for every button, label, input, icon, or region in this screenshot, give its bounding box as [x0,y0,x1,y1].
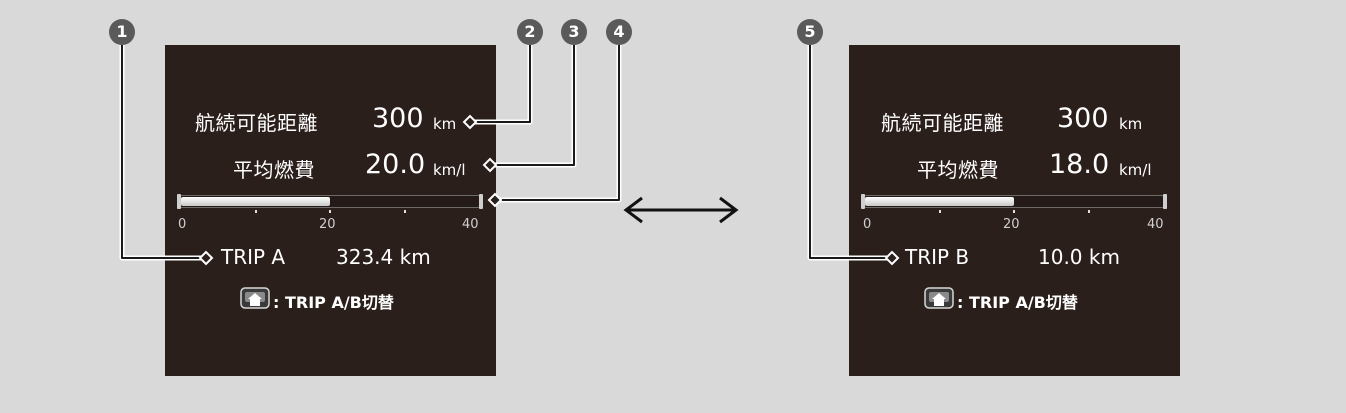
gauge-tick [939,210,941,213]
gauge-tick [404,210,406,213]
economy-unit: km/l [1119,161,1152,179]
callout-5-leader [809,45,892,259]
gauge-fill [181,197,330,206]
gauge-tick [255,210,257,213]
callout-2-pointer [462,114,478,130]
callout-badge-5: 5 [797,19,823,45]
economy-unit: km/l [433,161,466,179]
range-label: 航続可能距離 [195,111,318,135]
trip-switch-icon [240,287,270,309]
scale-label-0: 0 [863,217,872,232]
economy-value: 20.0 [365,149,426,180]
display-screen-trip-b: 航続可能距離 300 km 平均燃費 18.0 km/l 0 20 40 TRI… [849,45,1180,376]
trip-value: 323.4 km [336,245,431,269]
scale-label-40: 40 [462,217,479,232]
callout-3-pointer [482,157,498,173]
callout-4-pointer [487,192,503,208]
gauge-left-cap [177,194,181,209]
display-screen-trip-a: 航続可能距離 300 km 平均燃費 20.0 km/l 0 20 40 TRI… [165,45,496,376]
gauge-tick [1088,210,1090,213]
callout-badge-2: 2 [517,19,543,45]
callout-1-pointer [198,250,214,266]
range-label: 航続可能距離 [881,111,1004,135]
trip-label: TRIP A [221,245,286,269]
economy-value: 18.0 [1049,149,1110,180]
range-unit: km [1119,115,1143,133]
callout-2-leader [470,45,531,123]
gauge-tick [1013,210,1015,213]
range-value: 300 [372,103,424,134]
callout-3-leader [490,45,575,166]
trip-switch-icon [924,287,954,309]
callout-4-leader [495,45,620,201]
trip-value: 10.0 km [1038,245,1120,269]
gauge-tick [329,210,331,213]
scale-label-0: 0 [178,217,187,232]
fuel-economy-gauge [861,194,1167,213]
switch-hint: : TRIP A/B切替 [957,293,1078,312]
economy-label: 平均燃費 [917,158,999,182]
callout-badge-4: 4 [606,19,632,45]
scale-label-20: 20 [319,217,336,232]
range-value: 300 [1057,103,1109,134]
economy-label: 平均燃費 [233,158,315,182]
switch-hint: : TRIP A/B切替 [273,293,394,312]
range-unit: km [433,115,457,133]
double-arrow-icon [623,196,739,224]
gauge-right-cap [1163,194,1167,209]
gauge-left-cap [861,194,865,209]
gauge-fill [865,197,1014,206]
callout-5-pointer [884,250,900,266]
gauge-right-cap [479,194,483,209]
scale-label-40: 40 [1147,217,1164,232]
callout-1-leader [121,45,205,259]
trip-label: TRIP B [905,245,970,269]
fuel-economy-gauge [177,194,483,213]
callout-badge-3: 3 [561,19,587,45]
callout-badge-1: 1 [109,19,135,45]
scale-label-20: 20 [1003,217,1020,232]
